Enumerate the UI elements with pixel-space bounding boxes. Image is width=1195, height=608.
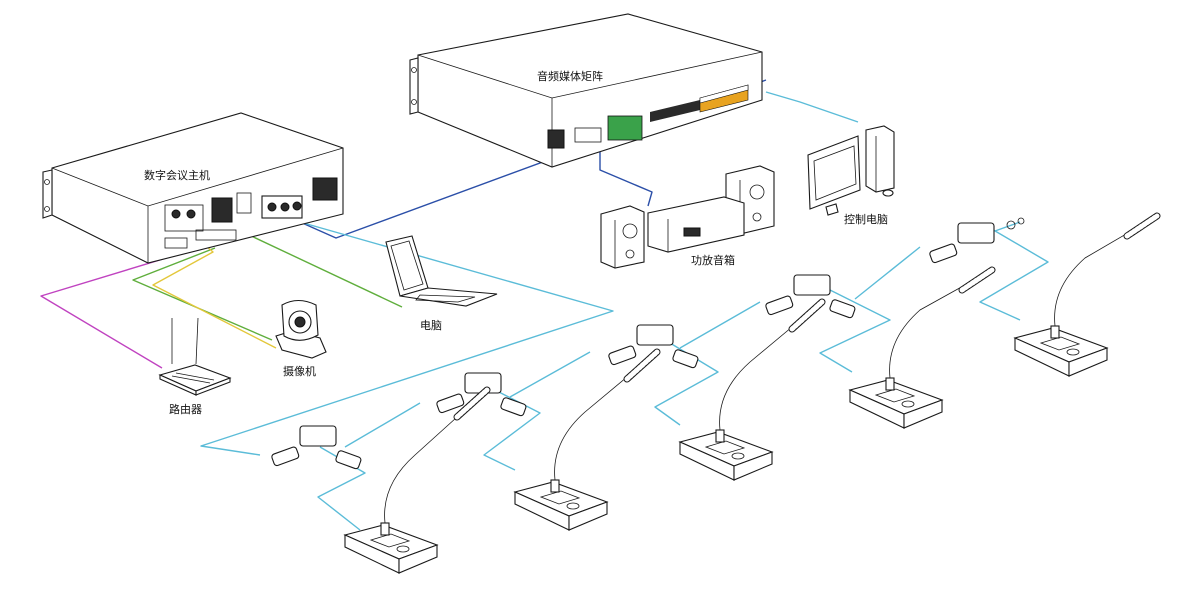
splitters bbox=[271, 217, 1025, 470]
conference-chain-cable bbox=[344, 221, 1021, 448]
control-pc-device bbox=[807, 125, 895, 216]
laptop-label: 电脑 bbox=[420, 319, 442, 332]
splitter bbox=[608, 324, 699, 369]
matrix-amp-cable bbox=[599, 148, 653, 207]
microphone-unit bbox=[1013, 212, 1161, 377]
audio-matrix-device bbox=[409, 13, 763, 168]
cables bbox=[40, 79, 1049, 531]
microphone-unit bbox=[513, 348, 661, 531]
control-pc-label: 控制电脑 bbox=[844, 213, 888, 226]
amp-speaker-label: 功放音箱 bbox=[691, 254, 735, 267]
matrix-pc-cable bbox=[765, 91, 859, 123]
camera-label: 摄像机 bbox=[283, 365, 316, 378]
conference-trunk-cable bbox=[200, 221, 614, 456]
conference-host-device bbox=[42, 112, 344, 264]
microphone-unit bbox=[343, 386, 491, 574]
amplifier-speakers bbox=[600, 165, 775, 269]
laptop-device bbox=[385, 235, 498, 307]
video-cable-green bbox=[132, 233, 403, 341]
router-label: 路由器 bbox=[169, 403, 202, 416]
mic-drop-cable bbox=[317, 227, 1049, 531]
router-device bbox=[158, 317, 232, 396]
video-cable-yellow bbox=[152, 244, 277, 349]
microphone-units bbox=[343, 212, 1161, 574]
splitter bbox=[929, 217, 1025, 264]
conference-host-label: 数字会议主机 bbox=[144, 169, 210, 182]
splitter bbox=[765, 274, 856, 319]
splitter bbox=[436, 372, 527, 417]
camera-device bbox=[275, 299, 327, 359]
audio-matrix-label: 音频媒体矩阵 bbox=[537, 70, 603, 83]
splitter bbox=[271, 425, 362, 470]
network-cable bbox=[40, 248, 187, 369]
microphone-unit bbox=[848, 266, 996, 429]
microphone-unit bbox=[678, 298, 826, 481]
